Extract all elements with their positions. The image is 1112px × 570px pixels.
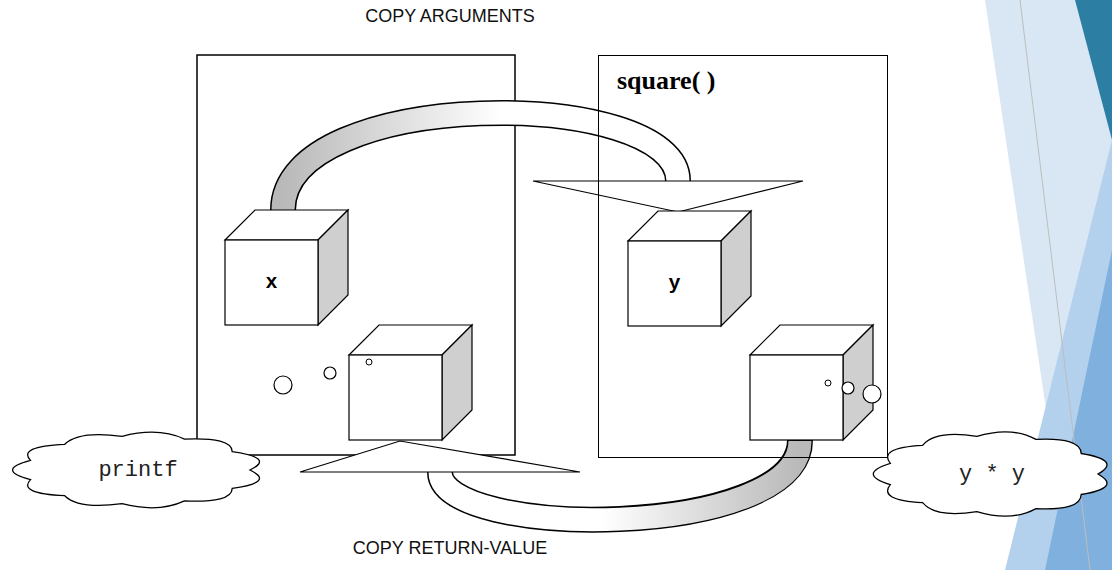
caption-label: COPY RETURN-VALUE bbox=[353, 538, 547, 559]
code-cloud: printf bbox=[18, 428, 258, 512]
return-arrow bbox=[440, 441, 800, 520]
function-frame: square( ) y bbox=[598, 55, 888, 458]
code-text: y * y bbox=[959, 462, 1025, 487]
variable-cube: x bbox=[225, 210, 350, 325]
function-name: square( ) bbox=[617, 66, 715, 96]
code-cloud: y * y bbox=[878, 428, 1106, 520]
cube-outline bbox=[628, 211, 753, 326]
caption-label: COPY ARGUMENTS bbox=[365, 6, 535, 27]
result-cube bbox=[349, 325, 472, 440]
variable-name: x bbox=[265, 271, 277, 294]
bubble bbox=[825, 380, 831, 386]
result-cube bbox=[750, 325, 873, 440]
bubble bbox=[324, 367, 336, 379]
variable-name: y bbox=[668, 272, 680, 295]
variable-cube: y bbox=[628, 211, 753, 326]
return-arrow bbox=[440, 440, 800, 520]
bubble bbox=[842, 382, 854, 394]
template-band bbox=[1045, 250, 1112, 570]
copy-arrow bbox=[283, 113, 803, 212]
bubble bbox=[863, 385, 881, 403]
return-arrowhead bbox=[300, 441, 580, 472]
cube-outline bbox=[225, 210, 350, 325]
bubble bbox=[274, 376, 292, 394]
template-band bbox=[1075, 0, 1112, 140]
code-text: printf bbox=[98, 458, 177, 483]
